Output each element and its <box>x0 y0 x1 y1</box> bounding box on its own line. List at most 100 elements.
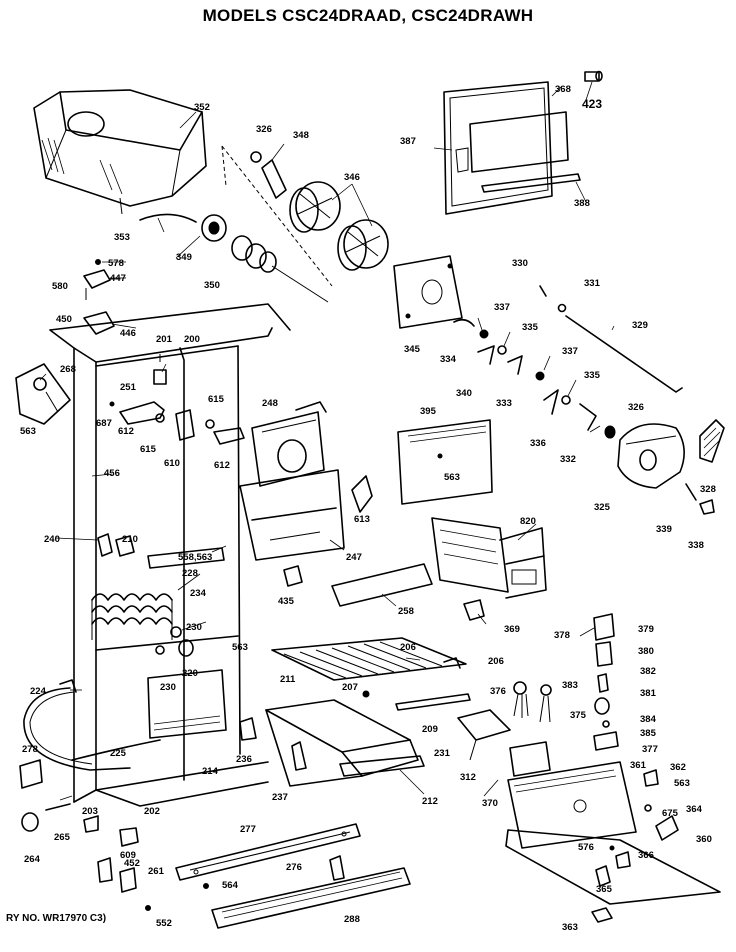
callout-563b: 563 <box>20 426 36 437</box>
callout-325: 325 <box>594 502 611 513</box>
callout-200: 200 <box>184 334 200 345</box>
drain-tube-224 <box>23 687 131 771</box>
nut-615a <box>155 413 165 423</box>
auger-motor-325 <box>617 423 685 489</box>
callout-210: 210 <box>122 534 138 545</box>
callout-563c: 563 <box>232 642 248 653</box>
tube-225 <box>71 739 161 761</box>
part-452 <box>97 857 113 883</box>
callout-214: 214 <box>202 766 219 777</box>
callout-220: 220 <box>182 668 198 679</box>
grommet-230a <box>170 626 182 638</box>
callout-230a: 230 <box>186 622 202 633</box>
bearing-326b <box>604 425 616 439</box>
part-364 <box>655 815 679 841</box>
callout-612a: 612 <box>118 426 134 437</box>
callout-564: 564 <box>222 880 239 891</box>
cabinet-liner-200-201 <box>49 303 291 803</box>
part-383 <box>594 697 610 715</box>
callout-268: 268 <box>60 364 76 375</box>
bracket-612b <box>213 427 245 445</box>
callout-447: 447 <box>110 273 126 284</box>
nut-615b <box>205 419 215 429</box>
callout-339: 339 <box>656 524 672 535</box>
spring-382 <box>597 673 609 693</box>
callout-348: 348 <box>293 130 309 141</box>
callout-334: 334 <box>440 354 457 365</box>
callout-558-563: 558,563 <box>178 552 212 563</box>
switch-610 <box>175 409 195 441</box>
spring-339 <box>685 483 697 501</box>
callout-395: 395 <box>420 406 437 417</box>
callout-383: 383 <box>562 680 578 691</box>
callout-369: 369 <box>504 624 520 635</box>
callout-312: 312 <box>460 772 476 783</box>
screw-265 <box>45 803 71 811</box>
clip-338 <box>699 499 715 515</box>
callout-225: 225 <box>110 748 127 759</box>
link-332 <box>579 403 597 431</box>
rail-277 <box>175 823 361 881</box>
callout-330: 330 <box>512 258 528 269</box>
part-362 <box>643 769 659 787</box>
callout-240: 240 <box>44 534 60 545</box>
light-assembly-268 <box>15 363 71 425</box>
callout-329: 329 <box>632 320 648 331</box>
callout-202: 202 <box>144 806 160 817</box>
dispenser-frame-387 <box>443 81 581 215</box>
callout-335a: 335 <box>522 322 539 333</box>
spring-330 <box>539 285 547 297</box>
callout-277: 277 <box>240 824 256 835</box>
callout-580: 580 <box>52 281 68 292</box>
callout-452: 452 <box>124 858 140 869</box>
callout-563a: 563 <box>444 472 460 483</box>
callout-206b: 206 <box>488 656 504 667</box>
trim-202 <box>95 781 269 807</box>
bearing-349 <box>201 214 227 242</box>
callout-376: 376 <box>490 686 506 697</box>
callout-228: 228 <box>182 568 198 579</box>
callout-326: 326 <box>256 124 272 135</box>
callout-375: 375 <box>570 710 587 721</box>
bracket-450 <box>83 311 115 335</box>
washer-335b <box>561 395 571 405</box>
part-210 <box>115 535 135 557</box>
callout-206a: 206 <box>400 642 416 653</box>
callout-234: 234 <box>190 588 207 599</box>
lever-336 <box>543 389 559 415</box>
callout-388: 388 <box>574 198 590 209</box>
callout-207: 207 <box>342 682 358 693</box>
callout-381: 381 <box>640 688 657 699</box>
callout-203: 203 <box>82 806 98 817</box>
washer-384 <box>602 720 610 728</box>
grommet-230b <box>155 645 165 655</box>
callout-211: 211 <box>280 674 296 685</box>
clip-206b <box>443 657 461 669</box>
wire-harness-376 <box>513 681 529 718</box>
cap-423 <box>584 70 603 82</box>
auger-axis-line <box>221 145 333 287</box>
callout-335b: 335 <box>584 370 601 381</box>
callout-446: 446 <box>120 328 136 339</box>
part-435 <box>283 565 303 587</box>
callout-450: 450 <box>56 314 72 325</box>
rod-329 <box>565 315 683 393</box>
callout-385a: 385 <box>640 728 657 739</box>
callout-435: 435 <box>278 596 295 607</box>
callout-247: 247 <box>346 552 362 563</box>
part-callouts: 352 326 348 346 353 349 350 578 447 580 … <box>20 84 716 933</box>
callout-612b: 612 <box>214 460 230 471</box>
callout-366: 366 <box>638 850 654 861</box>
callout-387: 387 <box>400 136 416 147</box>
part-236 <box>239 717 257 741</box>
fan-housing-248 <box>251 401 327 487</box>
callout-379: 379 <box>638 624 654 635</box>
fan-blade-613 <box>351 475 373 513</box>
control-panel-395 <box>397 419 493 505</box>
auger-drums-346 <box>289 181 389 271</box>
callout-209: 209 <box>422 724 438 735</box>
leader-lines <box>39 81 615 801</box>
screw-564 <box>203 883 209 889</box>
callout-384: 384 <box>640 714 657 725</box>
callout-361: 361 <box>630 760 647 771</box>
